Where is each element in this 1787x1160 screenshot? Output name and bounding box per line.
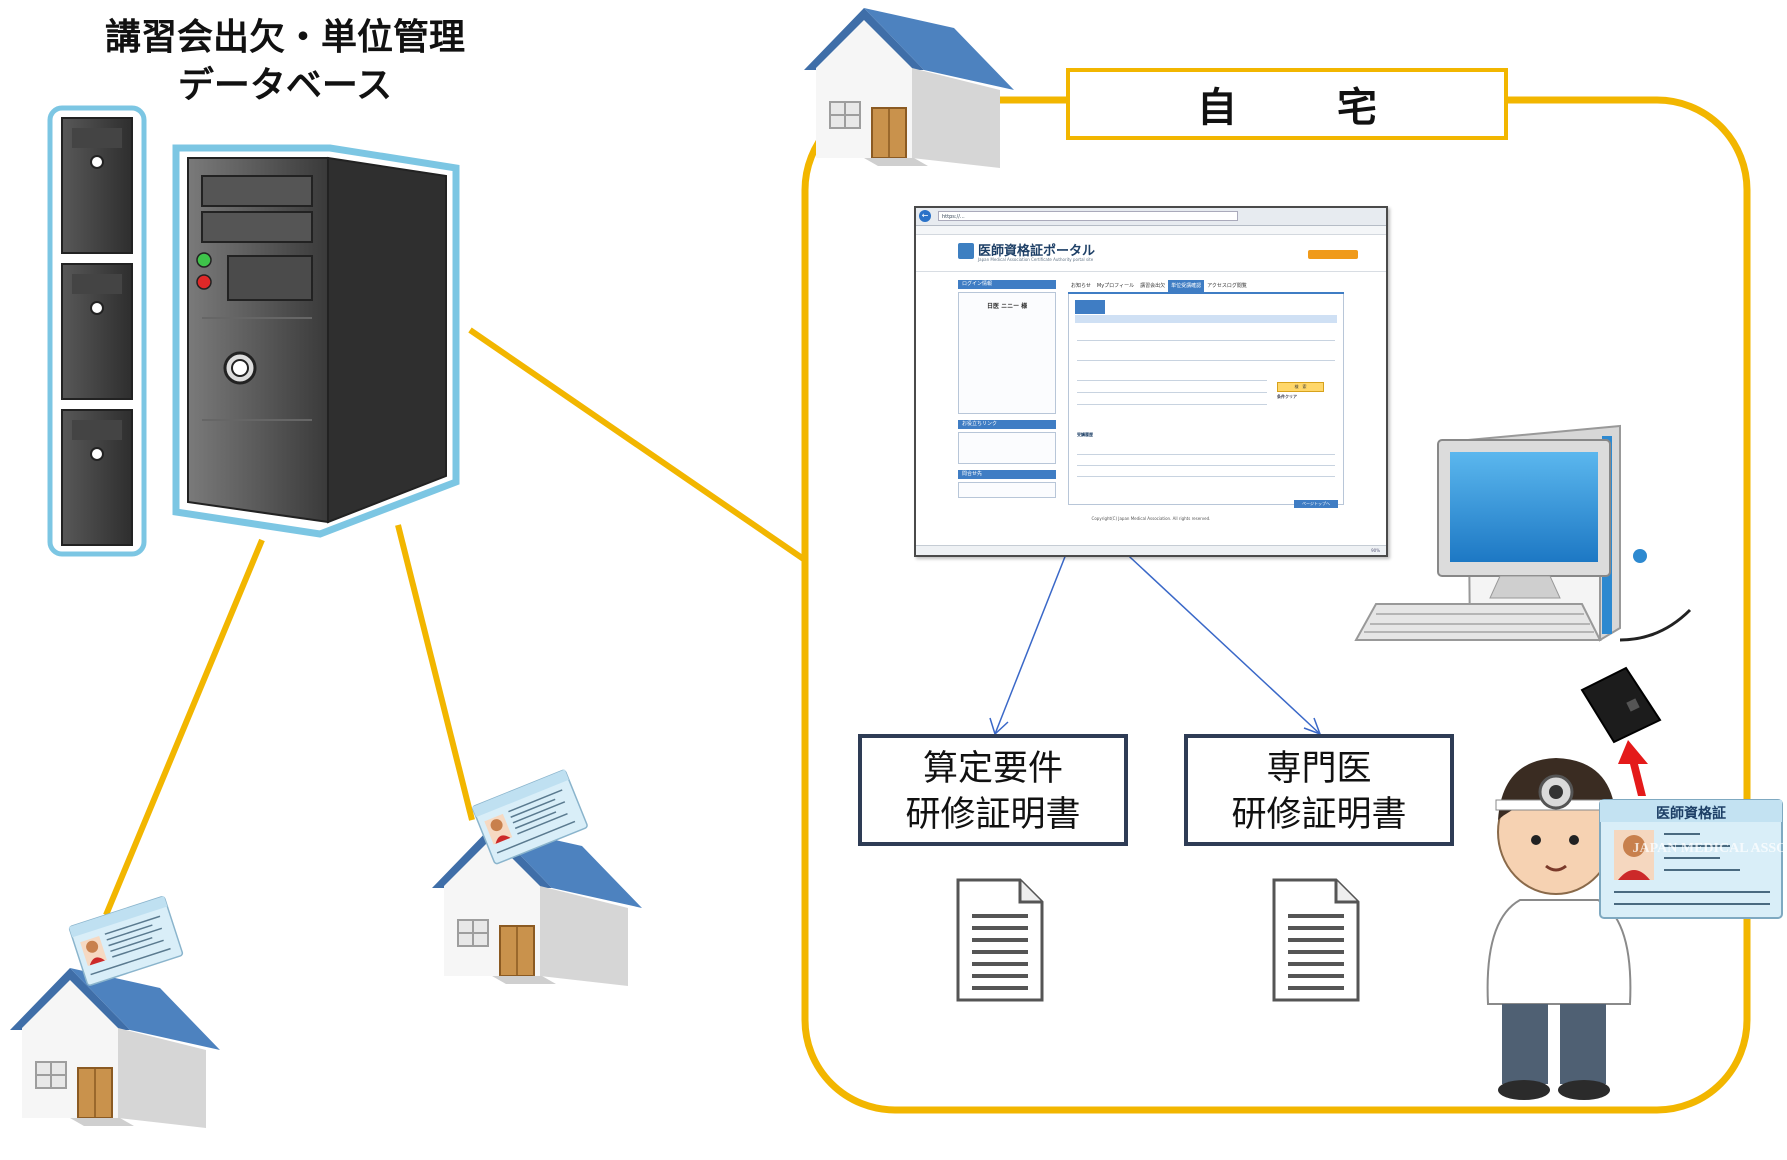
divider bbox=[1077, 340, 1335, 341]
red-arrow-icon bbox=[1618, 740, 1648, 796]
specialist-certificate-box: 専門医 研修証明書 bbox=[1184, 734, 1454, 846]
clear-button[interactable]: 条件クリア bbox=[1277, 394, 1297, 399]
sidebar-support-box[interactable] bbox=[958, 482, 1056, 498]
divider bbox=[1077, 360, 1335, 361]
search-button[interactable]: 検 索 bbox=[1277, 382, 1324, 392]
sidebar-login-header: ログイン情報 bbox=[958, 280, 1056, 289]
portal-site-subtitle: Japan Medical Association Certificate Au… bbox=[978, 257, 1094, 262]
divider bbox=[1077, 392, 1267, 393]
logout-button[interactable] bbox=[1308, 250, 1358, 259]
sidebar-support-header: 問合せ先 bbox=[958, 470, 1056, 479]
santei-certificate-box: 算定要件 研修証明書 bbox=[858, 734, 1128, 846]
document-icon bbox=[1272, 878, 1360, 1002]
certificate-line1: 専門医 bbox=[1266, 749, 1372, 789]
database-server-icon bbox=[172, 144, 460, 538]
house-icon bbox=[9, 967, 221, 1129]
back-arrow-icon[interactable]: ← bbox=[919, 210, 931, 222]
database-title: 講習会出欠・単位管理 データベース bbox=[40, 14, 530, 110]
document-icon bbox=[956, 878, 1044, 1002]
id-card-watermark: JAPAN MEDICAL ASSOCIATION bbox=[1633, 841, 1787, 856]
page-top-button[interactable]: ページトップへ bbox=[1294, 500, 1338, 508]
divider bbox=[1077, 404, 1267, 405]
tab-profile[interactable]: Myプロフィール bbox=[1096, 283, 1135, 289]
sidebar-login-box: 日医 ニニー 様 bbox=[958, 292, 1056, 414]
tab-access-log[interactable]: アクセスログ閲覧 bbox=[1207, 283, 1247, 289]
zoom-level[interactable]: 90% bbox=[1371, 548, 1380, 553]
database-title-line1: 講習会出欠・単位管理 bbox=[104, 17, 465, 58]
portal-tabs: お知らせ Myプロフィール 講習会出欠 単位受講確認 アクセスログ閲覧 bbox=[1068, 280, 1344, 294]
tab-attendance[interactable]: 講習会出欠 bbox=[1140, 283, 1166, 289]
house-icon bbox=[431, 825, 643, 987]
certificate-line1: 算定要件 bbox=[922, 749, 1063, 789]
browser-menubar bbox=[916, 226, 1386, 235]
tab-news[interactable]: お知らせ bbox=[1071, 283, 1091, 289]
portal-panel: 検 索 条件クリア 受講履歴 bbox=[1068, 294, 1344, 505]
id-card-icon bbox=[68, 895, 184, 987]
address-bar[interactable]: https://... bbox=[938, 211, 1238, 221]
connection-lines bbox=[103, 327, 807, 917]
card-reader-icon bbox=[1580, 608, 1692, 744]
portal-browser-window: ← https://... 医師資格証ポータル Japan Medical As… bbox=[914, 206, 1388, 557]
subtab-active[interactable] bbox=[1075, 300, 1105, 314]
certificate-line2: 研修証明書 bbox=[905, 795, 1081, 835]
table-row bbox=[1077, 444, 1335, 455]
browser-titlebar: ← https://... bbox=[916, 208, 1386, 226]
home-house-icon bbox=[803, 7, 1015, 169]
database-title-line2: データベース bbox=[177, 65, 393, 106]
sidebar-user-name: 日医 ニニー 様 bbox=[987, 303, 1028, 310]
desktop-pc-icon bbox=[1354, 424, 1647, 642]
id-card-title: 医師資格証 bbox=[1656, 805, 1726, 822]
id-card-large-icon: 医師資格証 JAPAN MEDICAL ASSOCIATION bbox=[1599, 799, 1787, 919]
history-section-title: 受講履歴 bbox=[1077, 432, 1093, 437]
portal-main: お知らせ Myプロフィール 講習会出欠 単位受講確認 アクセスログ閲覧 検 索 … bbox=[1068, 280, 1344, 505]
divider bbox=[1077, 380, 1267, 381]
browser-statusbar: 90% bbox=[916, 545, 1386, 555]
portal-logo-icon bbox=[958, 243, 974, 259]
server-rack bbox=[47, 105, 147, 557]
table-row bbox=[1077, 466, 1335, 477]
sidebar-links-header: お役立ちリンク bbox=[958, 420, 1056, 429]
tab-credits[interactable]: 単位受講確認 bbox=[1168, 280, 1205, 292]
table-row bbox=[1077, 455, 1335, 466]
portal-sidebar: ログイン情報 日医 ニニー 様 お役立ちリンク 問合せ先 bbox=[958, 280, 1056, 504]
portal-site-title: 医師資格証ポータル bbox=[978, 244, 1096, 259]
sidebar-links-box[interactable] bbox=[958, 432, 1056, 464]
portal-header: 医師資格証ポータル Japan Medical Association Cert… bbox=[916, 235, 1386, 272]
panel-section-bar bbox=[1075, 315, 1337, 323]
home-label: 自 宅 bbox=[1066, 68, 1508, 140]
portal-footer: Copyright(C) Japan Medical Association. … bbox=[1091, 516, 1211, 521]
history-table bbox=[1077, 444, 1335, 477]
certificate-line2: 研修証明書 bbox=[1231, 795, 1407, 835]
